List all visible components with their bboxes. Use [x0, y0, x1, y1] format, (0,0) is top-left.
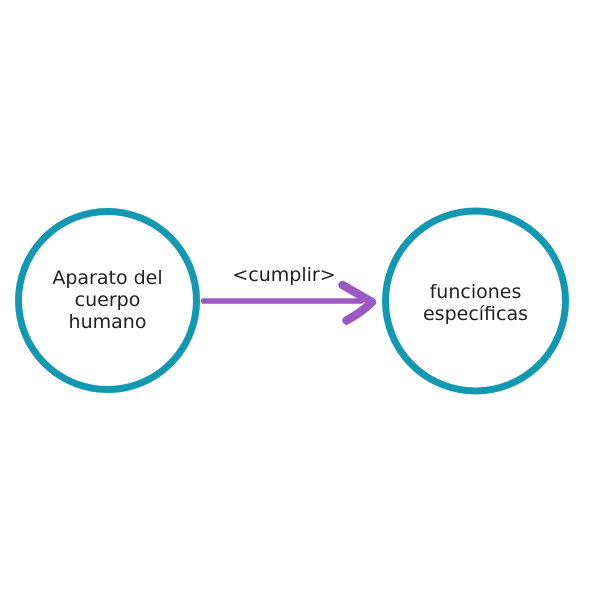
right-node-label: funciones específicas: [422, 281, 529, 325]
edge-label: <cumplir>: [232, 264, 336, 286]
right-node-circle: [382, 207, 569, 395]
arrowhead-icon: [338, 280, 377, 325]
left-node-label: Aparato del cuerpo humano: [52, 267, 163, 333]
left-node-circle: [15, 208, 200, 393]
